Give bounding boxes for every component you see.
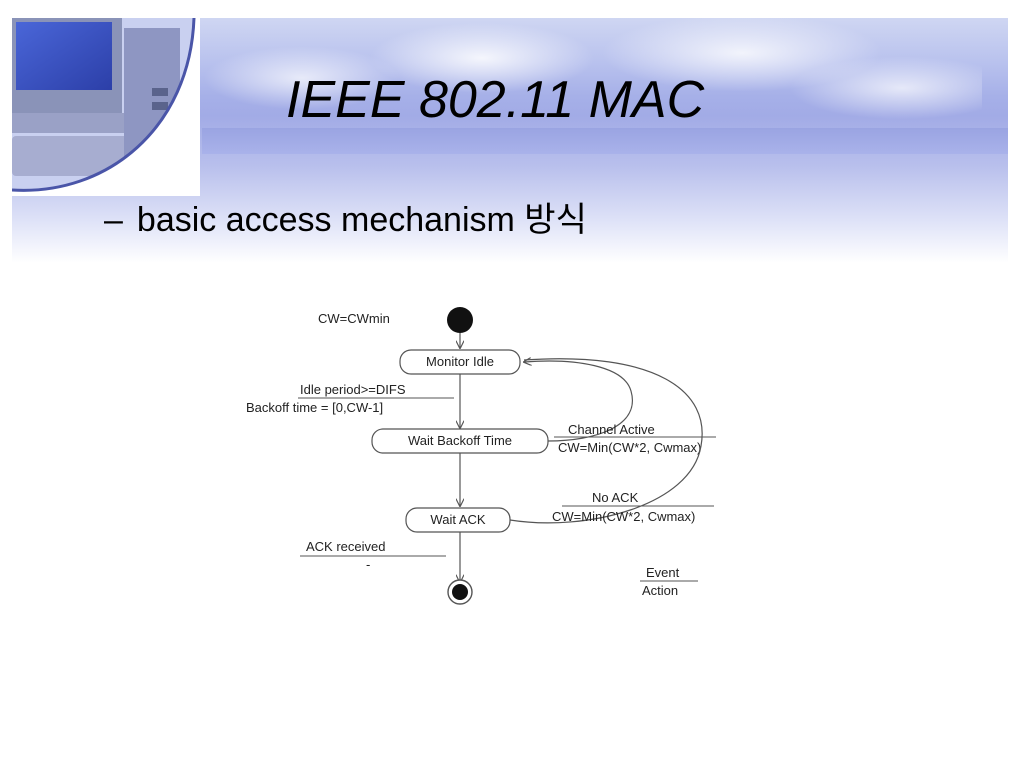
transition-idle-action: Backoff time = [0,CW-1] <box>246 400 383 415</box>
transition-ack-event: ACK received <box>306 539 385 554</box>
transition-idle-event: Idle period>=DIFS <box>300 382 406 397</box>
initial-condition-label: CW=CWmin <box>318 311 390 326</box>
bullet-text: basic access mechanism 방식 <box>136 201 587 239</box>
bullet-dash: – <box>104 201 123 239</box>
transition-ack-action: - <box>366 557 370 572</box>
transition-ack-to-idle <box>509 358 703 524</box>
transition-noack-action: CW=Min(CW*2, Cwmax) <box>552 509 695 524</box>
state-monitor-idle-label: Monitor Idle <box>426 354 494 369</box>
initial-state-node <box>447 307 473 333</box>
transition-channel-action: CW=Min(CW*2, Cwmax) <box>558 440 701 455</box>
transition-channel-event: Channel Active <box>568 422 655 437</box>
slide-title: IEEE 802.11 MAC <box>286 71 705 129</box>
transition-noack-event: No ACK <box>592 490 639 505</box>
state-wait-backoff-label: Wait Backoff Time <box>408 433 512 448</box>
computer-monitor-icon <box>12 18 200 196</box>
header-band <box>202 128 1008 154</box>
state-wait-ack-label: Wait ACK <box>430 512 485 527</box>
legend-event: Event <box>646 565 680 580</box>
state-diagram: CW=CWmin Monitor Idle Idle period>=DIFS … <box>246 307 716 605</box>
legend-action: Action <box>642 583 678 598</box>
final-state-core <box>452 584 468 600</box>
cloud-decoration <box>182 18 982 128</box>
bullet-item: –basic access mechanism 방식 <box>104 192 587 241</box>
